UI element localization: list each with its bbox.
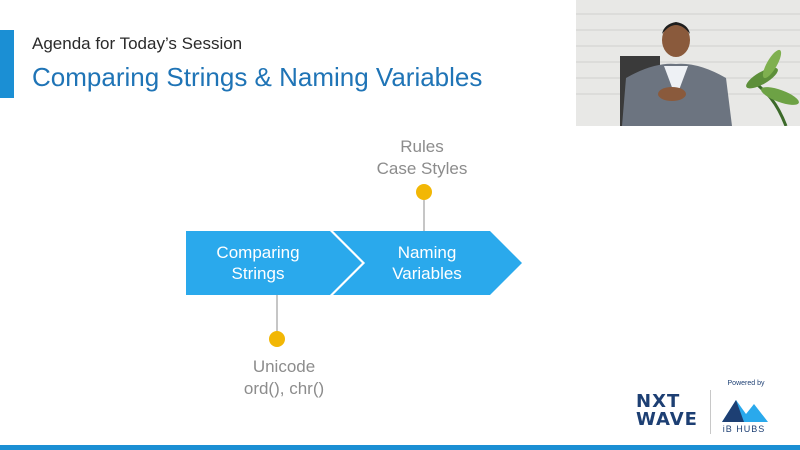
step-2-line-1: Naming	[397, 243, 457, 262]
top-marker-text: Rules Case Styles	[352, 136, 492, 180]
step-label-naming-variables: Naming Variables	[352, 242, 502, 284]
mountain-icon	[722, 400, 768, 422]
logo-line-2: WAVE	[636, 409, 698, 430]
top-marker-line-2: Case Styles	[376, 159, 468, 178]
bottom-accent-line	[0, 445, 800, 450]
step-1-line-2: Strings	[231, 264, 285, 283]
bottom-marker-text: Unicode ord(), chr()	[214, 356, 354, 400]
step-label-comparing-strings: Comparing Strings	[196, 242, 320, 284]
bottom-marker-dot	[269, 331, 285, 347]
step-2-line-2: Variables	[392, 264, 462, 283]
ibhubs-logo-text: iB HUBS	[722, 424, 766, 434]
slide-title: Comparing Strings & Naming Variables	[32, 62, 483, 92]
top-marker-dot	[416, 184, 432, 200]
slide-subtitle: Agenda for Today’s Session	[32, 34, 243, 53]
arrow-separator	[331, 230, 366, 296]
logo-line-1: NXT	[636, 391, 681, 412]
step-arrow-comparing-strings	[186, 231, 362, 295]
logo-divider	[710, 390, 711, 434]
top-marker-line-1: Rules	[400, 137, 444, 156]
step-arrow-naming-variables	[332, 231, 522, 295]
accent-bar	[0, 30, 14, 98]
powered-by-text: Powered by	[727, 380, 765, 387]
bottom-marker-line-1: Unicode	[252, 357, 316, 376]
presenter-webcam	[576, 0, 800, 126]
bottom-marker-line-2: ord(), chr()	[243, 379, 325, 398]
nxtwave-logo: NXT WAVE	[636, 393, 710, 429]
step-1-line-1: Comparing	[216, 243, 300, 262]
